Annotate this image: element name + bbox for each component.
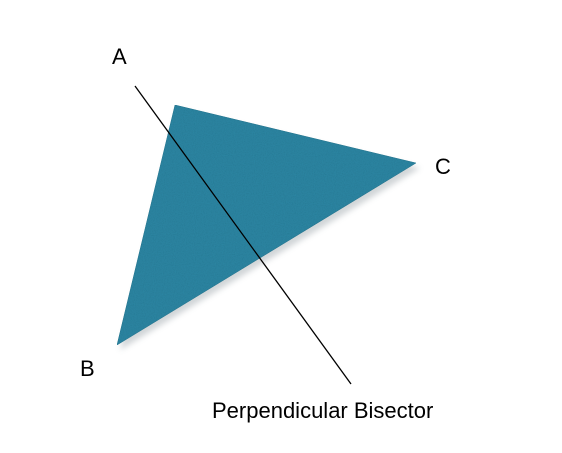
perpendicular-bisector-line — [134, 85, 352, 385]
vertex-label-b: B — [80, 356, 95, 381]
vertex-label-a: A — [112, 44, 127, 69]
bisector-caption: Perpendicular Bisector — [212, 398, 434, 423]
vertex-label-c: C — [435, 154, 451, 179]
triangle-abc — [116, 104, 417, 346]
